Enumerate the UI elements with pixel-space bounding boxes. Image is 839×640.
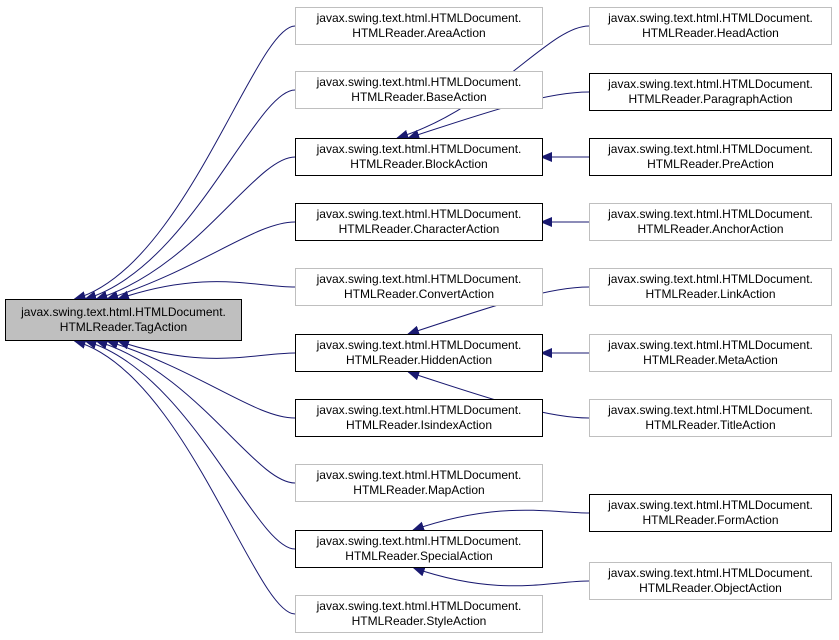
edge-character-to-tag [106, 221, 296, 301]
node-label-line2: HTMLReader.AreaAction [352, 26, 486, 40]
edge-base-to-tag [84, 89, 296, 301]
node-label-line2: HTMLReader.MapAction [353, 483, 485, 497]
node-area-action[interactable]: javax.swing.text.html.HTMLDocument. HTML… [295, 7, 543, 45]
node-link-action[interactable]: javax.swing.text.html.HTMLDocument. HTML… [589, 268, 832, 306]
edge-hidden-to-tag [117, 339, 296, 359]
node-label-line2: HTMLReader.TagAction [59, 320, 188, 334]
node-label-line1: javax.swing.text.html.HTMLDocument. [608, 566, 813, 580]
node-label-line2: HTMLReader.ObjectAction [639, 581, 782, 595]
edge-special-to-tag [84, 339, 296, 550]
node-object-action[interactable]: javax.swing.text.html.HTMLDocument. HTML… [589, 562, 832, 600]
node-head-action[interactable]: javax.swing.text.html.HTMLDocument. HTML… [589, 7, 832, 45]
edge-convert-to-tag [117, 281, 296, 301]
edge-map-to-tag [95, 339, 296, 484]
node-label-line2: HTMLReader.ConvertAction [343, 287, 495, 301]
node-tag-action[interactable]: javax.swing.text.html.HTMLDocument. HTML… [5, 299, 242, 341]
node-title-action[interactable]: javax.swing.text.html.HTMLDocument. HTML… [589, 399, 832, 437]
node-label-line2: HTMLReader.CharacterAction [338, 222, 500, 236]
node-label-line1: javax.swing.text.html.HTMLDocument. [608, 77, 813, 91]
node-label-line1: javax.swing.text.html.HTMLDocument. [608, 338, 813, 352]
node-label-line2: HTMLReader.BlockAction [350, 157, 488, 171]
edge-isindex-to-tag [106, 339, 296, 419]
node-block-action[interactable]: javax.swing.text.html.HTMLDocument. HTML… [295, 138, 543, 176]
node-label-line2: HTMLReader.BaseAction [351, 90, 487, 104]
node-paragraph-action[interactable]: javax.swing.text.html.HTMLDocument. HTML… [589, 73, 832, 111]
node-label-line2: HTMLReader.StyleAction [351, 614, 487, 628]
node-label-line2: HTMLReader.TitleAction [645, 418, 776, 432]
node-label-line2: HTMLReader.SpecialAction [345, 549, 493, 563]
node-label-line1: javax.swing.text.html.HTMLDocument. [608, 11, 813, 25]
node-label-line1: javax.swing.text.html.HTMLDocument. [21, 305, 226, 319]
node-label-line1: javax.swing.text.html.HTMLDocument. [316, 468, 522, 482]
node-style-action[interactable]: javax.swing.text.html.HTMLDocument. HTML… [295, 595, 543, 633]
node-base-action[interactable]: javax.swing.text.html.HTMLDocument. HTML… [295, 71, 543, 109]
node-label-line2: HTMLReader.ParagraphAction [628, 92, 793, 106]
node-pre-action[interactable]: javax.swing.text.html.HTMLDocument. HTML… [589, 138, 832, 176]
node-label-line2: HTMLReader.MetaAction [643, 353, 778, 367]
edge-form-to-special [412, 509, 590, 532]
node-label-line2: HTMLReader.LinkAction [645, 287, 776, 301]
node-label-line1: javax.swing.text.html.HTMLDocument. [608, 207, 813, 221]
node-label-line1: javax.swing.text.html.HTMLDocument. [316, 142, 522, 156]
node-label-line2: HTMLReader.AnchorAction [637, 222, 784, 236]
edge-object-to-special [412, 566, 590, 587]
node-meta-action[interactable]: javax.swing.text.html.HTMLDocument. HTML… [589, 334, 832, 372]
node-label-line2: HTMLReader.HeadAction [642, 26, 779, 40]
node-hidden-action[interactable]: javax.swing.text.html.HTMLDocument. HTML… [295, 334, 543, 372]
node-label-line1: javax.swing.text.html.HTMLDocument. [316, 338, 522, 352]
node-character-action[interactable]: javax.swing.text.html.HTMLDocument. HTML… [295, 203, 543, 241]
node-label-line1: javax.swing.text.html.HTMLDocument. [608, 403, 813, 417]
edge-style-to-tag [73, 339, 296, 615]
node-label-line1: javax.swing.text.html.HTMLDocument. [316, 11, 522, 25]
node-special-action[interactable]: javax.swing.text.html.HTMLDocument. HTML… [295, 530, 543, 568]
edge-area-to-tag [73, 25, 296, 301]
node-anchor-action[interactable]: javax.swing.text.html.HTMLDocument. HTML… [589, 203, 832, 241]
edge-block-to-tag [95, 156, 296, 301]
node-label-line1: javax.swing.text.html.HTMLDocument. [316, 272, 522, 286]
node-label-line1: javax.swing.text.html.HTMLDocument. [608, 272, 813, 286]
node-label-line2: HTMLReader.PreAction [647, 157, 774, 171]
node-map-action[interactable]: javax.swing.text.html.HTMLDocument. HTML… [295, 464, 543, 502]
node-label-line1: javax.swing.text.html.HTMLDocument. [316, 75, 522, 89]
node-convert-action[interactable]: javax.swing.text.html.HTMLDocument. HTML… [295, 268, 543, 306]
node-label-line1: javax.swing.text.html.HTMLDocument. [316, 207, 522, 221]
node-label-line1: javax.swing.text.html.HTMLDocument. [608, 498, 813, 512]
node-form-action[interactable]: javax.swing.text.html.HTMLDocument. HTML… [589, 494, 832, 532]
node-label-line2: HTMLReader.FormAction [642, 513, 779, 527]
node-label-line1: javax.swing.text.html.HTMLDocument. [608, 142, 813, 156]
node-label-line1: javax.swing.text.html.HTMLDocument. [316, 403, 522, 417]
node-label-line1: javax.swing.text.html.HTMLDocument. [316, 534, 522, 548]
node-isindex-action[interactable]: javax.swing.text.html.HTMLDocument. HTML… [295, 399, 543, 437]
node-label-line2: HTMLReader.IsindexAction [345, 418, 493, 432]
node-label-line2: HTMLReader.HiddenAction [345, 353, 493, 367]
edge-head-to-block [396, 25, 590, 140]
node-label-line1: javax.swing.text.html.HTMLDocument. [316, 599, 522, 613]
